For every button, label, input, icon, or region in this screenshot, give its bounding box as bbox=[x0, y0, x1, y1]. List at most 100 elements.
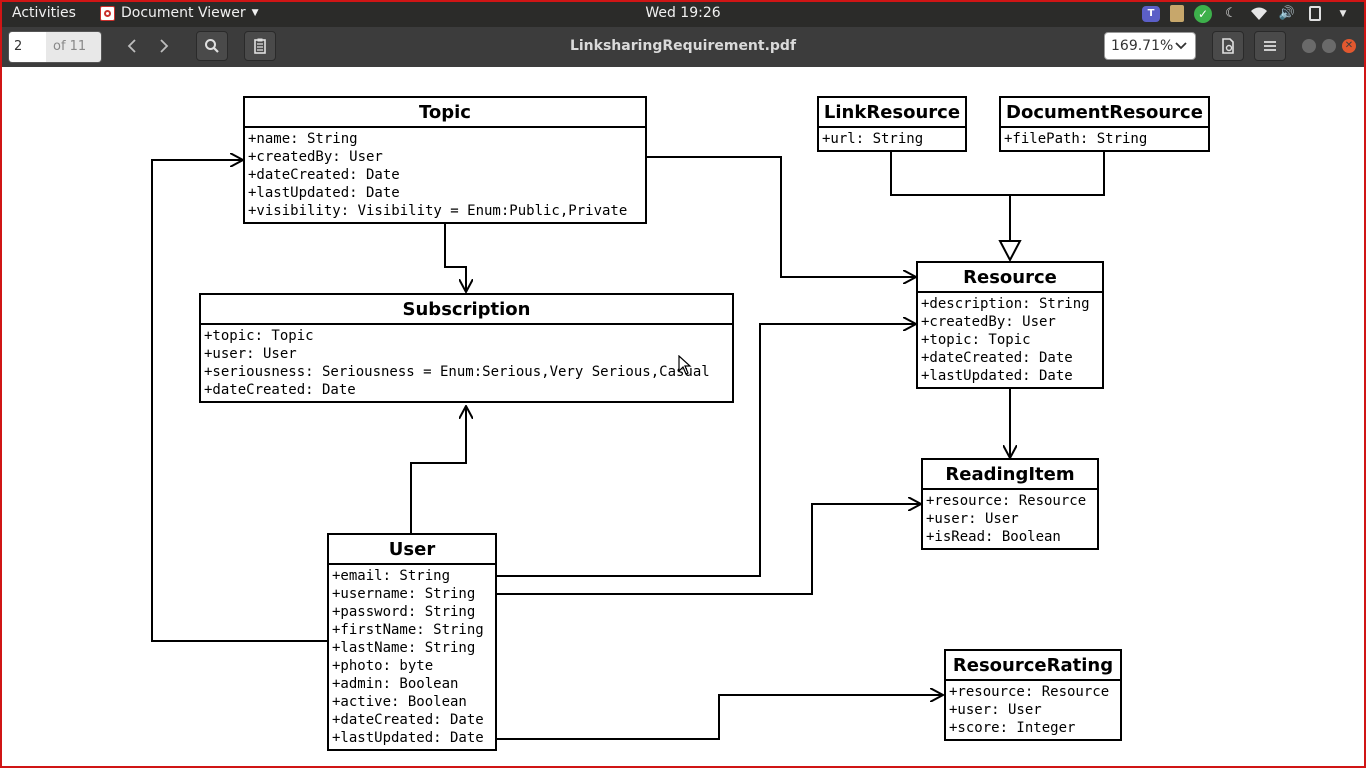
page-number-input[interactable]: 2 bbox=[9, 32, 46, 62]
class-attribute: +dateCreated: Date bbox=[204, 382, 356, 398]
class-attributes: +resource: Resource +user: User +score: … bbox=[946, 681, 1120, 737]
class-name: Subscription bbox=[201, 295, 732, 325]
close-button[interactable]: ✕ bbox=[1342, 39, 1356, 53]
class-attribute: +user: User bbox=[926, 511, 1019, 527]
class-attributes: +url: String bbox=[819, 128, 965, 148]
document-icon bbox=[1222, 38, 1234, 54]
class-attribute: +topic: Topic bbox=[921, 332, 1031, 348]
class-attribute: +description: String bbox=[921, 296, 1090, 312]
topic-to-resource-connector bbox=[646, 156, 915, 277]
class-attribute: +lastUpdated: Date bbox=[332, 730, 484, 746]
class-subscription: Subscription +topic: Topic +user: User +… bbox=[199, 293, 734, 403]
battery-icon[interactable] bbox=[1306, 5, 1324, 23]
inheritance-triangle-icon bbox=[998, 240, 1022, 263]
class-attribute: +createdBy: User bbox=[921, 314, 1056, 330]
connector-lines bbox=[151, 151, 1105, 740]
activities-button[interactable]: Activities bbox=[12, 5, 76, 21]
class-attributes: +resource: Resource +user: User +isRead:… bbox=[923, 490, 1097, 546]
night-light-icon[interactable]: ☾ bbox=[1225, 6, 1237, 21]
chevron-down-icon: ▼ bbox=[251, 8, 259, 18]
app-menu-label: Document Viewer bbox=[121, 5, 246, 21]
class-attributes: +description: String +createdBy: User +t… bbox=[918, 293, 1102, 385]
system-tray[interactable]: T ✓ ☾ 🔊 ▼ bbox=[1142, 3, 1352, 24]
zoom-value: 169.71% bbox=[1111, 38, 1174, 54]
class-attribute: +email: String bbox=[332, 568, 451, 584]
class-attribute: +dateCreated: Date bbox=[332, 712, 484, 728]
class-attribute: +topic: Topic bbox=[204, 328, 314, 344]
volume-icon[interactable]: 🔊 bbox=[1278, 6, 1296, 21]
class-attribute: +createdBy: User bbox=[248, 149, 383, 165]
chevron-down-icon bbox=[1175, 37, 1187, 59]
next-page-button[interactable] bbox=[148, 31, 180, 61]
chevron-right-icon bbox=[160, 39, 169, 53]
class-attribute: +admin: Boolean bbox=[332, 676, 459, 692]
class-attribute: +resource: Resource bbox=[926, 493, 1087, 509]
check-icon[interactable]: ✓ bbox=[1194, 4, 1212, 23]
user-to-readingitem-connector bbox=[496, 504, 920, 595]
page-selector[interactable]: 2 of 11 bbox=[8, 31, 102, 63]
class-topic: Topic +name: String +createdBy: User +da… bbox=[243, 96, 647, 224]
class-attribute: +seriousness: Seriousness = Enum:Serious… bbox=[204, 364, 710, 380]
clipboard-icon[interactable] bbox=[1170, 5, 1184, 22]
viewer-toolbar: 2 of 11 LinksharingRequirement.pdf 169.7… bbox=[0, 27, 1366, 67]
maximize-button[interactable] bbox=[1322, 39, 1336, 53]
page-total: of 11 bbox=[46, 32, 101, 62]
minimize-button[interactable] bbox=[1302, 39, 1316, 53]
wifi-icon[interactable] bbox=[1250, 5, 1268, 23]
class-attribute: +dateCreated: Date bbox=[921, 350, 1073, 366]
class-name: User bbox=[329, 535, 495, 565]
class-attribute: +password: String bbox=[332, 604, 476, 620]
inheritance-connector bbox=[890, 151, 1105, 196]
class-attribute: +lastName: String bbox=[332, 640, 476, 656]
class-document-resource: DocumentResource +filePath: String bbox=[999, 96, 1210, 152]
user-to-topic-connector bbox=[151, 160, 327, 642]
topic-to-subscription-connector bbox=[444, 224, 466, 291]
class-attribute: +username: String bbox=[332, 586, 476, 602]
teams-icon[interactable]: T bbox=[1142, 5, 1160, 22]
class-reading-item: ReadingItem +resource: Resource +user: U… bbox=[921, 458, 1099, 550]
class-attributes: +filePath: String bbox=[1001, 128, 1208, 148]
class-attributes: +name: String +createdBy: User +dateCrea… bbox=[245, 128, 645, 220]
user-to-resource-connector bbox=[496, 324, 915, 577]
class-attribute: +name: String bbox=[248, 131, 358, 147]
class-name: ReadingItem bbox=[923, 460, 1097, 490]
class-name: LinkResource bbox=[819, 98, 965, 128]
class-resource: Resource +description: String +createdBy… bbox=[916, 261, 1104, 389]
class-attribute: +url: String bbox=[822, 131, 924, 147]
user-to-resourcerating-connector bbox=[496, 695, 942, 740]
class-attribute: +user: User bbox=[949, 702, 1042, 718]
top-bar: Activities Document Viewer ▼ Wed 19:26 T… bbox=[0, 0, 1366, 27]
previous-page-button[interactable] bbox=[116, 31, 148, 61]
class-attribute: +score: Integer bbox=[949, 720, 1076, 736]
class-attribute: +user: User bbox=[204, 346, 297, 362]
class-name: Topic bbox=[245, 98, 645, 128]
search-button[interactable] bbox=[196, 31, 228, 61]
mouse-cursor-icon bbox=[678, 355, 692, 375]
class-attribute: +firstName: String bbox=[332, 622, 484, 638]
zoom-selector[interactable]: 169.71% bbox=[1104, 32, 1196, 60]
class-attributes: +email: String +username: String +passwo… bbox=[329, 565, 495, 747]
document-properties-button[interactable] bbox=[1212, 31, 1244, 61]
menu-caret-icon[interactable]: ▼ bbox=[1339, 8, 1347, 19]
class-resource-rating: ResourceRating +resource: Resource +user… bbox=[944, 649, 1122, 741]
chevron-left-icon bbox=[127, 39, 136, 53]
class-link-resource: LinkResource +url: String bbox=[817, 96, 967, 152]
class-attribute: +visibility: Visibility = Enum:Public,Pr… bbox=[248, 203, 628, 219]
document-viewer-icon bbox=[100, 5, 115, 21]
class-name: Resource bbox=[918, 263, 1102, 293]
class-user: User +email: String +username: String +p… bbox=[327, 533, 497, 751]
sidebar-toggle-button[interactable] bbox=[244, 31, 276, 61]
class-attribute: +lastUpdated: Date bbox=[921, 368, 1073, 384]
menu-button[interactable] bbox=[1254, 31, 1286, 61]
class-attribute: +dateCreated: Date bbox=[248, 167, 400, 183]
class-attribute: +lastUpdated: Date bbox=[248, 185, 400, 201]
hamburger-icon bbox=[1264, 41, 1276, 51]
class-attribute: +isRead: Boolean bbox=[926, 529, 1061, 545]
annotations-icon bbox=[254, 38, 266, 54]
class-attribute: +resource: Resource bbox=[949, 684, 1110, 700]
user-to-subscription-connector bbox=[410, 407, 466, 534]
class-attribute: +filePath: String bbox=[1004, 131, 1148, 147]
class-name: ResourceRating bbox=[946, 651, 1120, 681]
search-icon bbox=[205, 39, 219, 53]
app-menu[interactable]: Document Viewer ▼ bbox=[100, 5, 259, 21]
